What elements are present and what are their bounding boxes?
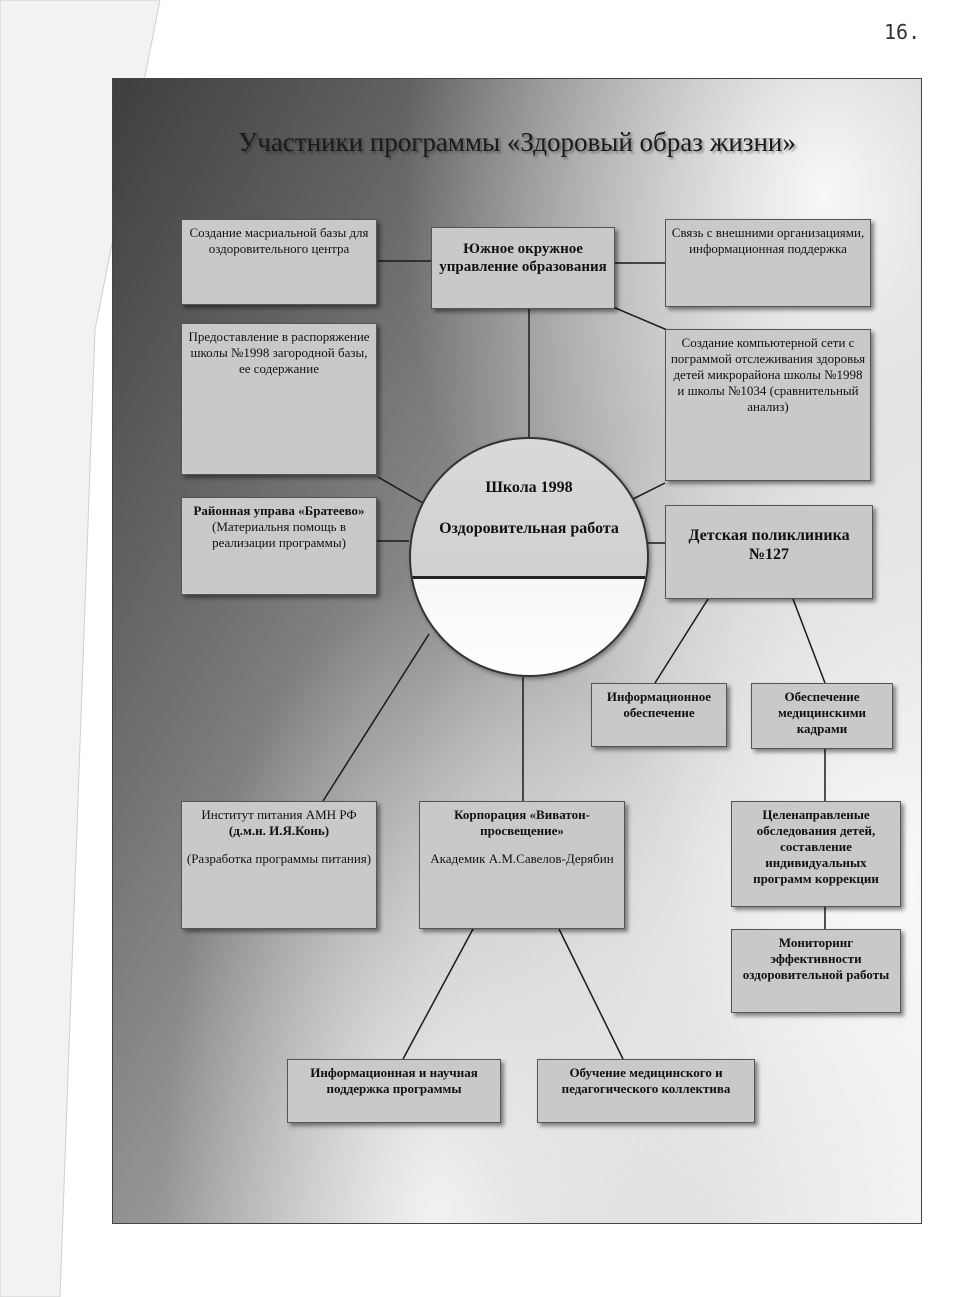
school-title: Школа 1998 [485,479,573,496]
connector-medical-staff [792,598,826,684]
connector-info-support [654,598,709,684]
staff-training-box: Обучение медицинского и педагогического … [537,1059,755,1123]
external-relations-text: Связь с внешними организациями, информац… [671,225,865,256]
connector-training [558,928,624,1060]
diagram-sheet: Участники программы «Здоровый образ жизн… [112,78,922,1224]
southern-district-box: Южное окружное управление образования [431,227,615,309]
nutrition-institute-person: (д.м.н. И.Я.Конь) [228,823,330,838]
staff-training-text: Обучение медицинского и педагогического … [561,1065,731,1096]
scientific-support-text: Информационная и научная поддержка прогр… [310,1065,478,1096]
school-subtitle: Оздоровительная работа [439,520,619,537]
monitoring-box: Мониторинг эффективности оздоровительной… [731,929,901,1013]
corporation-box: Корпорация «Виватон-просвещение» Академи… [419,801,625,929]
country-base-text: Предоставление в распоряжение школы №199… [188,329,370,376]
connector-institute [322,633,430,802]
connector-computer-bottom [632,482,666,500]
district-council-title: Районная управа «Братеево» [193,503,365,518]
info-support-box: Информационное обеспечение [591,683,727,747]
page-number: 16. [884,20,921,44]
nutrition-institute-title: Институт питания АМН РФ [201,807,357,822]
district-council-box: Районная управа «Братеево» (Материальня … [181,497,377,595]
medical-staff-text: Обеспечение медицинскими кадрами [777,689,867,736]
corporation-title: Корпорация «Виватон-просвещение» [454,807,590,838]
diagram-title: Участники программы «Здоровый образ жизн… [238,127,796,157]
polyclinic-text: Детская поликлиника №127 [688,527,850,563]
polyclinic-box: Детская поликлиника №127 [665,505,873,599]
connector-lines [322,260,826,1060]
connector-country-base [377,476,424,504]
computer-network-box: Создание компьютерной сети с пограммой о… [665,329,871,481]
monitoring-text: Мониторинг эффективности оздоровительной… [742,935,890,982]
examinations-text: Целенаправленые обследования детей, сост… [753,807,879,886]
info-support-text: Информационное обеспечение [606,689,712,720]
material-base-text: Создание масриальной базы для оздоровите… [189,225,369,256]
external-relations-box: Связь с внешними организациями, информац… [665,219,871,307]
corporation-person: Академик А.М.Савелов-Дерябин [430,851,614,866]
nutrition-institute-box: Институт питания АМН РФ (д.м.н. И.Я.Конь… [181,801,377,929]
computer-network-text: Создание компьютерной сети с пограммой о… [670,335,866,414]
material-base-box: Создание масриальной базы для оздоровите… [181,219,377,305]
country-base-box: Предоставление в распоряжение школы №199… [181,323,377,475]
nutrition-institute-note: (Разработка программы питания) [186,851,372,866]
circle-divider [411,576,647,579]
school-circle: Школа 1998 Оздоровительная работа [409,437,649,677]
scientific-support-box: Информационная и научная поддержка прогр… [287,1059,501,1123]
southern-district-text: Южное окружное управление образования [439,241,607,275]
examinations-box: Целенаправленые обследования детей, сост… [731,801,901,907]
district-council-note: (Материальня помощь в реализации програм… [212,519,346,550]
medical-staff-box: Обеспечение медицинскими кадрами [751,683,893,749]
connector-scientific [402,928,474,1060]
